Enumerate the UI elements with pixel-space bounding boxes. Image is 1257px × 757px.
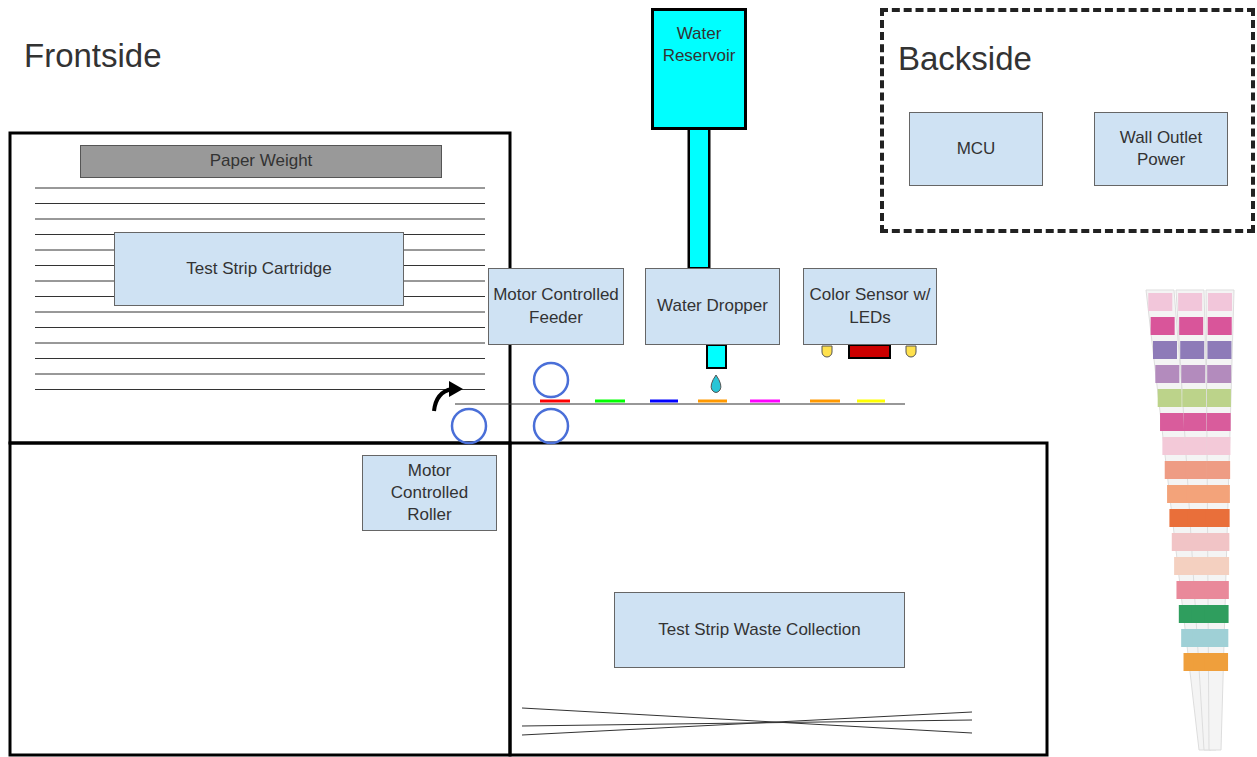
strip-pad bbox=[1162, 437, 1186, 455]
strip-body bbox=[1206, 290, 1234, 750]
component-box: Color Sensor w/ LEDs bbox=[803, 268, 937, 345]
waste-strips bbox=[522, 708, 972, 735]
strip-pad bbox=[1160, 413, 1184, 431]
cartridge-housing bbox=[10, 133, 510, 443]
box-label: Test Strip Cartridge bbox=[186, 258, 332, 280]
box-label: Water Reservoir bbox=[658, 23, 740, 67]
strip-pad bbox=[1206, 509, 1230, 527]
stacked-strip bbox=[35, 203, 485, 204]
strip-pad bbox=[1205, 581, 1229, 599]
strip-pad bbox=[1206, 461, 1230, 479]
paper-weight-bar: Paper Weight bbox=[80, 145, 442, 177]
strip-pad bbox=[1183, 413, 1207, 431]
strip-pad bbox=[1204, 653, 1228, 671]
strip-pad bbox=[1155, 365, 1179, 383]
component-box: Water Dropper bbox=[645, 268, 780, 345]
strip-pad bbox=[1206, 485, 1230, 503]
box-label: Motor Controlled Feeder bbox=[493, 284, 619, 328]
strip-pad bbox=[1165, 461, 1189, 479]
stacked-strip bbox=[35, 327, 485, 328]
stacked-strip bbox=[35, 188, 485, 189]
color-sensor bbox=[849, 345, 890, 358]
strip-pad bbox=[1185, 461, 1209, 479]
strip-pad bbox=[1179, 317, 1203, 335]
stacked-strip bbox=[35, 358, 485, 359]
strip-pad bbox=[1151, 317, 1175, 335]
stacked-strip bbox=[35, 343, 485, 344]
box-label: Test Strip Waste Collection bbox=[658, 619, 861, 641]
stacked-strip bbox=[35, 374, 485, 375]
nozzle bbox=[707, 345, 726, 368]
strip-pad bbox=[1153, 341, 1177, 359]
component-box: Motor Controlled Roller bbox=[362, 455, 497, 531]
strip-pad bbox=[1184, 437, 1208, 455]
reservoir-tank: Water Reservoir bbox=[651, 8, 747, 130]
strip-line bbox=[455, 403, 905, 404]
strip-pad bbox=[1204, 629, 1228, 647]
component-box: Motor Controlled Feeder bbox=[488, 268, 624, 345]
strip-pad bbox=[1208, 317, 1232, 335]
strip-pad bbox=[1148, 293, 1172, 311]
stacked-strip bbox=[35, 219, 485, 220]
strip-pad bbox=[1182, 389, 1206, 407]
strip-pad bbox=[1181, 365, 1205, 383]
strip-pad bbox=[1205, 533, 1229, 551]
water-pipe bbox=[699, 127, 700, 269]
strip-pad bbox=[1205, 557, 1229, 575]
box-label: Motor Controlled Roller bbox=[367, 460, 492, 526]
test-strip-photo bbox=[1146, 290, 1234, 750]
rollers bbox=[452, 363, 568, 443]
stacked-strip bbox=[35, 389, 485, 390]
component-box: Wall Outlet Power bbox=[1094, 112, 1228, 186]
box-label: Paper Weight bbox=[210, 150, 313, 172]
strip-pad bbox=[1206, 437, 1230, 455]
led bbox=[906, 346, 916, 357]
component-box: Test Strip Waste Collection bbox=[614, 592, 905, 668]
strip-stack bbox=[35, 188, 485, 390]
lower-left-housing bbox=[10, 443, 510, 755]
strip-pad bbox=[1208, 293, 1232, 311]
water-drop bbox=[711, 375, 721, 393]
box-label: Color Sensor w/ LEDs bbox=[808, 284, 932, 328]
strip-pad bbox=[1207, 389, 1231, 407]
strip-pad bbox=[1178, 293, 1202, 311]
component-box: Test Strip Cartridge bbox=[114, 232, 404, 306]
component-box: MCU bbox=[909, 112, 1043, 186]
strip-pad bbox=[1207, 365, 1231, 383]
strip-pad bbox=[1207, 413, 1231, 431]
region-heading: Backside bbox=[898, 38, 1032, 81]
strip-pad bbox=[1207, 341, 1231, 359]
strip-pad bbox=[1205, 605, 1229, 623]
feed-arrowhead bbox=[449, 381, 463, 397]
backside-region: BacksideMCU Wall Outlet Power bbox=[880, 8, 1255, 233]
box-label: MCU bbox=[957, 138, 996, 160]
strip-pads bbox=[540, 400, 885, 403]
side-label: Frontside bbox=[24, 37, 162, 75]
stacked-strip bbox=[35, 312, 485, 313]
box-label: Wall Outlet Power bbox=[1099, 127, 1223, 171]
waste-housing bbox=[510, 443, 1047, 755]
led bbox=[822, 346, 832, 357]
strip-pad bbox=[1158, 389, 1182, 407]
box-label: Water Dropper bbox=[657, 295, 768, 317]
strip-pad bbox=[1180, 341, 1204, 359]
